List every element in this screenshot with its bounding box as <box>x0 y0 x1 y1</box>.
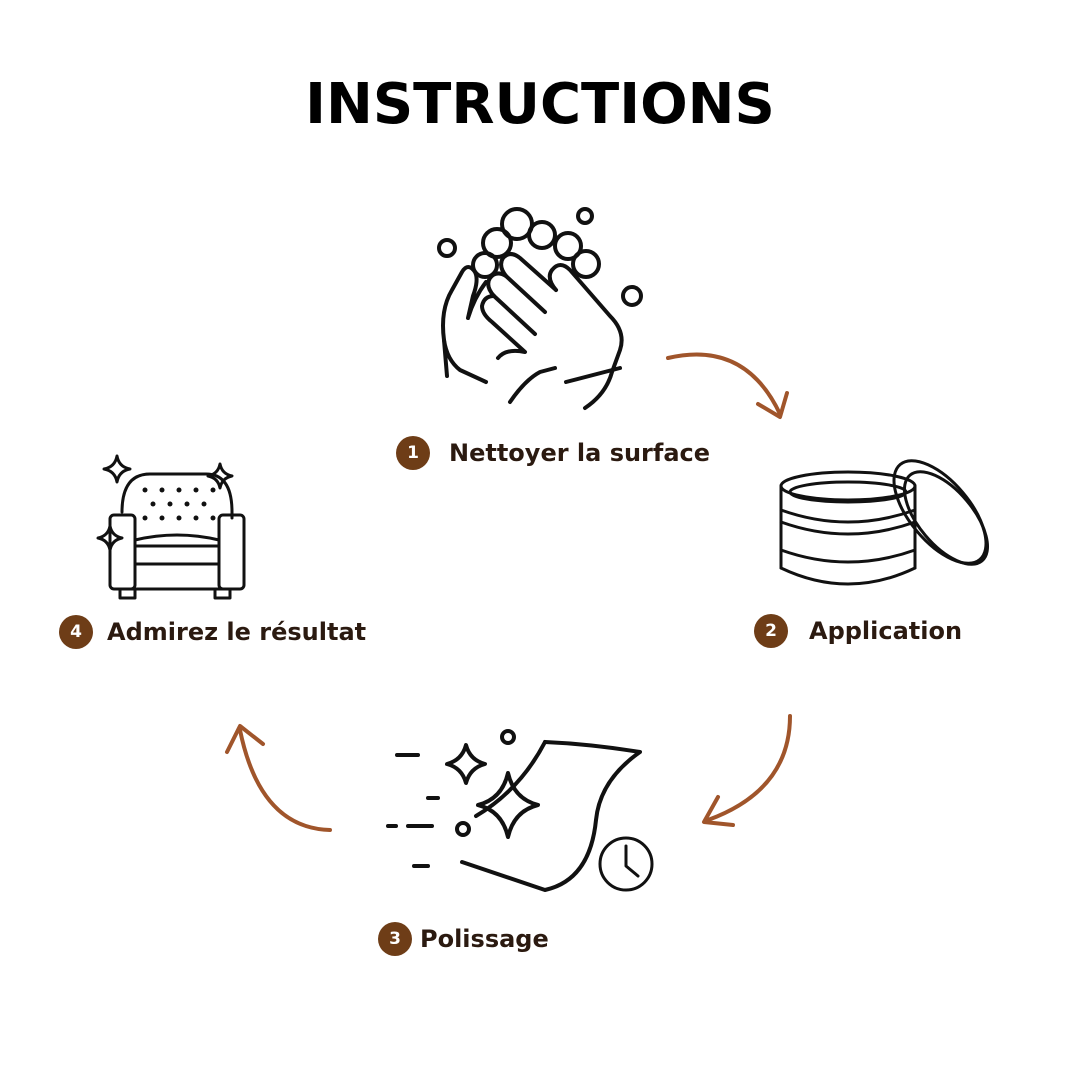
arrow-step-3-to-4 <box>225 724 332 832</box>
page-title: INSTRUCTIONS <box>305 72 775 137</box>
polishing-cloth-icon <box>386 729 654 892</box>
step-3-label-group: 3 Polissage <box>378 922 549 956</box>
step-3-label: Polissage <box>420 925 549 953</box>
step-2-label: Application <box>809 617 963 645</box>
step-4-badge: 4 <box>59 615 93 649</box>
step-2-badge: 2 <box>754 614 788 648</box>
step-4-label: Admirez le résultat <box>107 618 367 646</box>
step-1-label-group: 1 Nettoyer la surface <box>396 436 710 470</box>
step-1-badge: 1 <box>396 436 430 470</box>
washing-hands-icon <box>437 207 643 410</box>
step-3-badge: 3 <box>378 922 412 956</box>
step-1-label: Nettoyer la surface <box>449 439 711 467</box>
step-4-label-group: 4 Admirez le résultat <box>59 615 366 649</box>
step-2-label-group: 2 Application <box>754 614 962 648</box>
sparkling-armchair-icon <box>96 454 246 600</box>
armchair-tufting <box>142 487 216 521</box>
arrow-step-2-to-3 <box>702 714 792 827</box>
arrow-step-1-to-2 <box>666 352 789 419</box>
open-jar-icon <box>779 459 990 586</box>
